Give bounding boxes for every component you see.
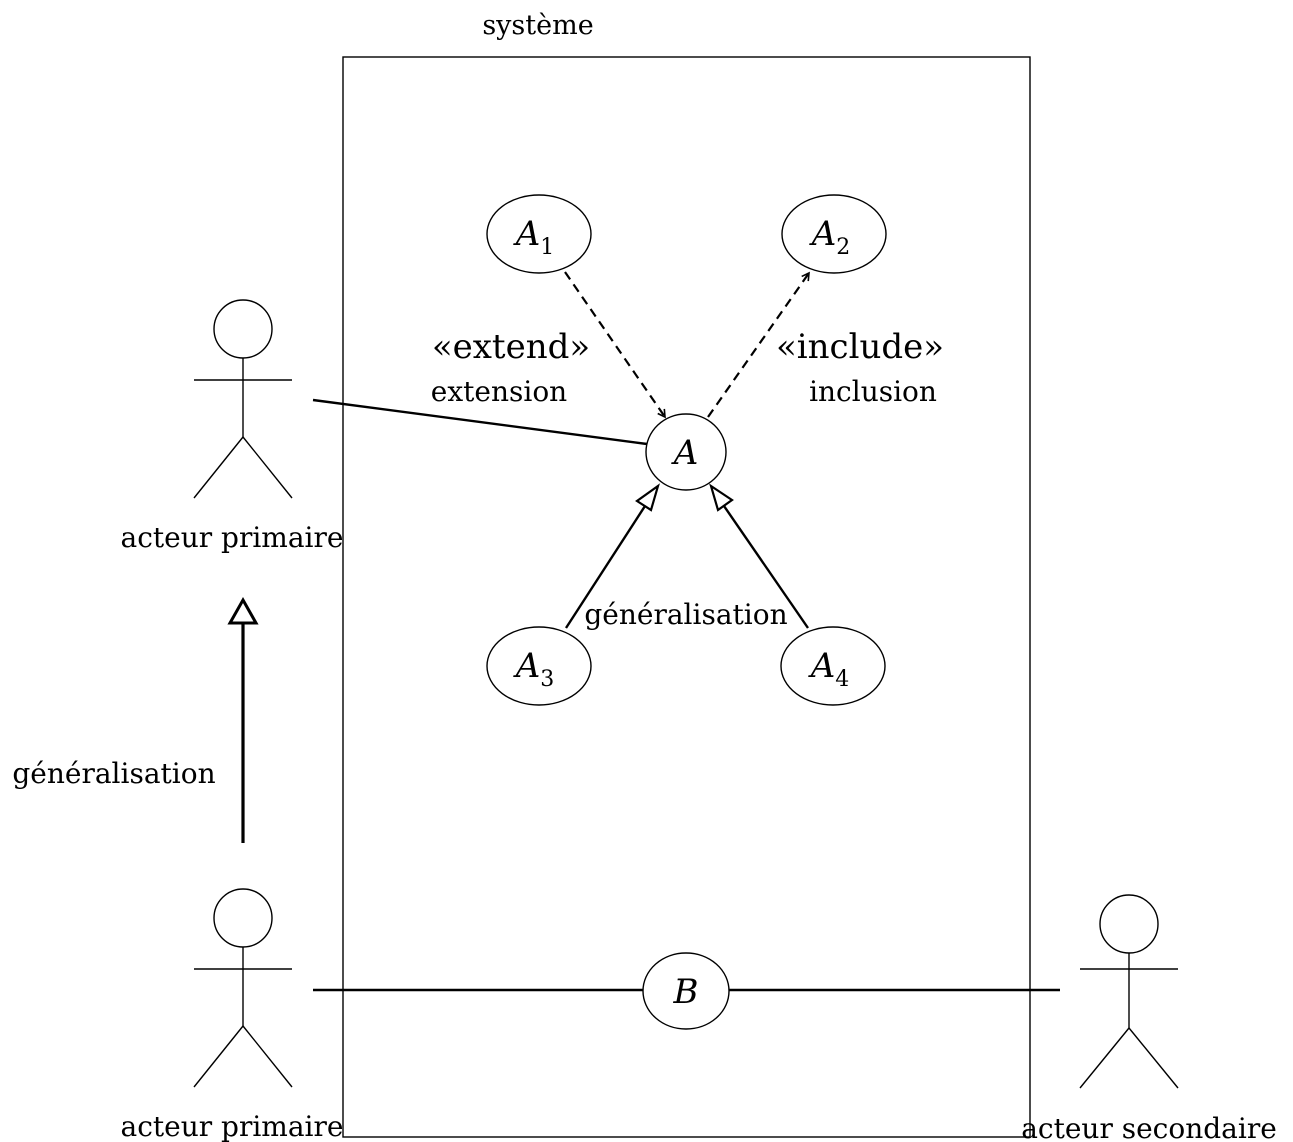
use-case-a2-name: A <box>809 214 837 254</box>
use-case-a2-sub: 2 <box>836 235 850 260</box>
generalization-a3-a <box>564 505 647 629</box>
system-boundary <box>342 56 1031 1138</box>
actor-generalization-triangle <box>227 596 259 625</box>
use-case-a3-sub: 3 <box>540 667 554 692</box>
association-primary-a <box>312 398 648 446</box>
actor-primary-bottom <box>193 888 293 1088</box>
use-case-a-name: A <box>671 433 699 473</box>
svg-text:A4: A4 <box>808 646 850 692</box>
use-case-a3-name: A <box>513 646 541 686</box>
generalization-a4-triangle <box>709 483 734 512</box>
actor-generalization-label: généralisation <box>12 757 215 790</box>
actor-primary-top-head <box>213 299 273 359</box>
actor-secondary-head <box>1099 894 1159 954</box>
extend-stereotype: «extend» <box>432 327 590 367</box>
use-case-a: A <box>645 413 727 491</box>
use-case-a4-name: A <box>808 646 836 686</box>
system-label: système <box>482 10 593 41</box>
svg-text:A3: A3 <box>513 646 555 692</box>
actor-primary-top-label: acteur primaire <box>121 521 344 554</box>
include-label: inclusion <box>809 375 937 408</box>
actor-primary-bottom-head <box>213 888 273 948</box>
use-case-a3: A3 <box>486 626 592 706</box>
use-case-a1-sub: 1 <box>540 235 554 260</box>
use-case-b: B <box>642 952 730 1030</box>
extend-label: extension <box>431 375 567 408</box>
usecase-generalization-label: généralisation <box>584 598 787 631</box>
actor-secondary <box>1079 894 1179 1089</box>
generalization-a3-triangle <box>635 483 660 512</box>
svg-text:A1: A1 <box>513 214 555 260</box>
use-case-a1-name: A <box>513 214 541 254</box>
actor-primary-bottom-label: acteur primaire <box>121 1110 344 1142</box>
use-case-b-name: B <box>673 972 699 1012</box>
use-case-a2: A2 <box>781 194 887 274</box>
generalization-a4-a <box>723 505 809 629</box>
actor-primary-top <box>193 299 293 499</box>
actor-secondary-label: acteur secondaire <box>1021 1112 1277 1142</box>
use-case-a4-sub: 4 <box>835 667 849 692</box>
svg-text:A2: A2 <box>809 214 851 260</box>
include-stereotype: «include» <box>776 327 944 367</box>
use-case-a4: A4 <box>780 626 886 706</box>
use-case-a1: A1 <box>486 194 592 274</box>
